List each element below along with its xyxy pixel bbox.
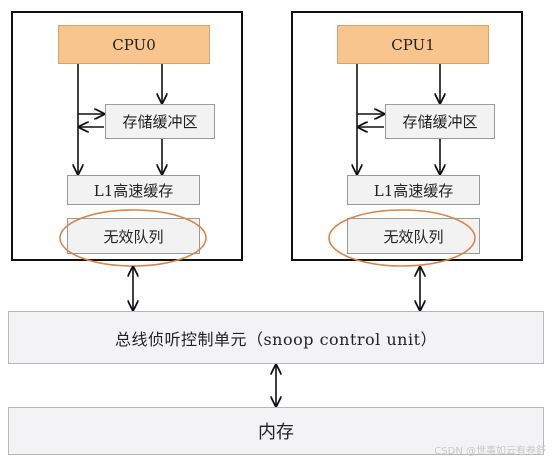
cpu0-box: CPU0 [58, 25, 210, 64]
snoop-control-unit: 总线侦听控制单元（snoop control unit） [8, 311, 544, 364]
cpu0-connectors [78, 64, 162, 174]
cpu0-invalidate-queue: 无效队列 [67, 218, 200, 254]
cpu0-l1-cache: L1高速缓存 [67, 175, 200, 205]
cpu1-store-buffer: 存储缓冲区 [385, 104, 495, 139]
cpu1-l1-cache: L1高速缓存 [347, 175, 480, 205]
cpu0-store-buffer: 存储缓冲区 [105, 104, 215, 139]
cpu1-connectors [357, 64, 440, 174]
watermark: CSDN @世事如云有卷舒 [434, 446, 546, 457]
main-memory: 内存 [8, 407, 544, 455]
cpu1-invalidate-queue: 无效队列 [347, 218, 480, 254]
cpu1-invalidate-queue-highlight [328, 209, 476, 267]
cpu1-box: CPU1 [337, 25, 489, 64]
cpu0-invalidate-queue-highlight [59, 209, 207, 267]
